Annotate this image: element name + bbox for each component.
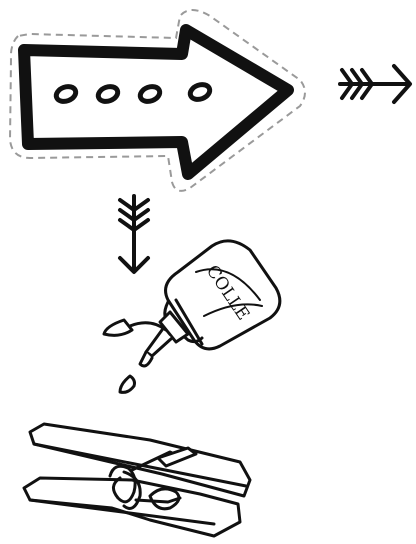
- clothespin-icon: [24, 424, 250, 536]
- glue-bottle-icon: [104, 241, 280, 393]
- fletched-arrow-right-icon: [340, 66, 410, 102]
- fletched-arrow-down-icon: [120, 196, 148, 272]
- bold-arrow-right-icon: [24, 30, 288, 174]
